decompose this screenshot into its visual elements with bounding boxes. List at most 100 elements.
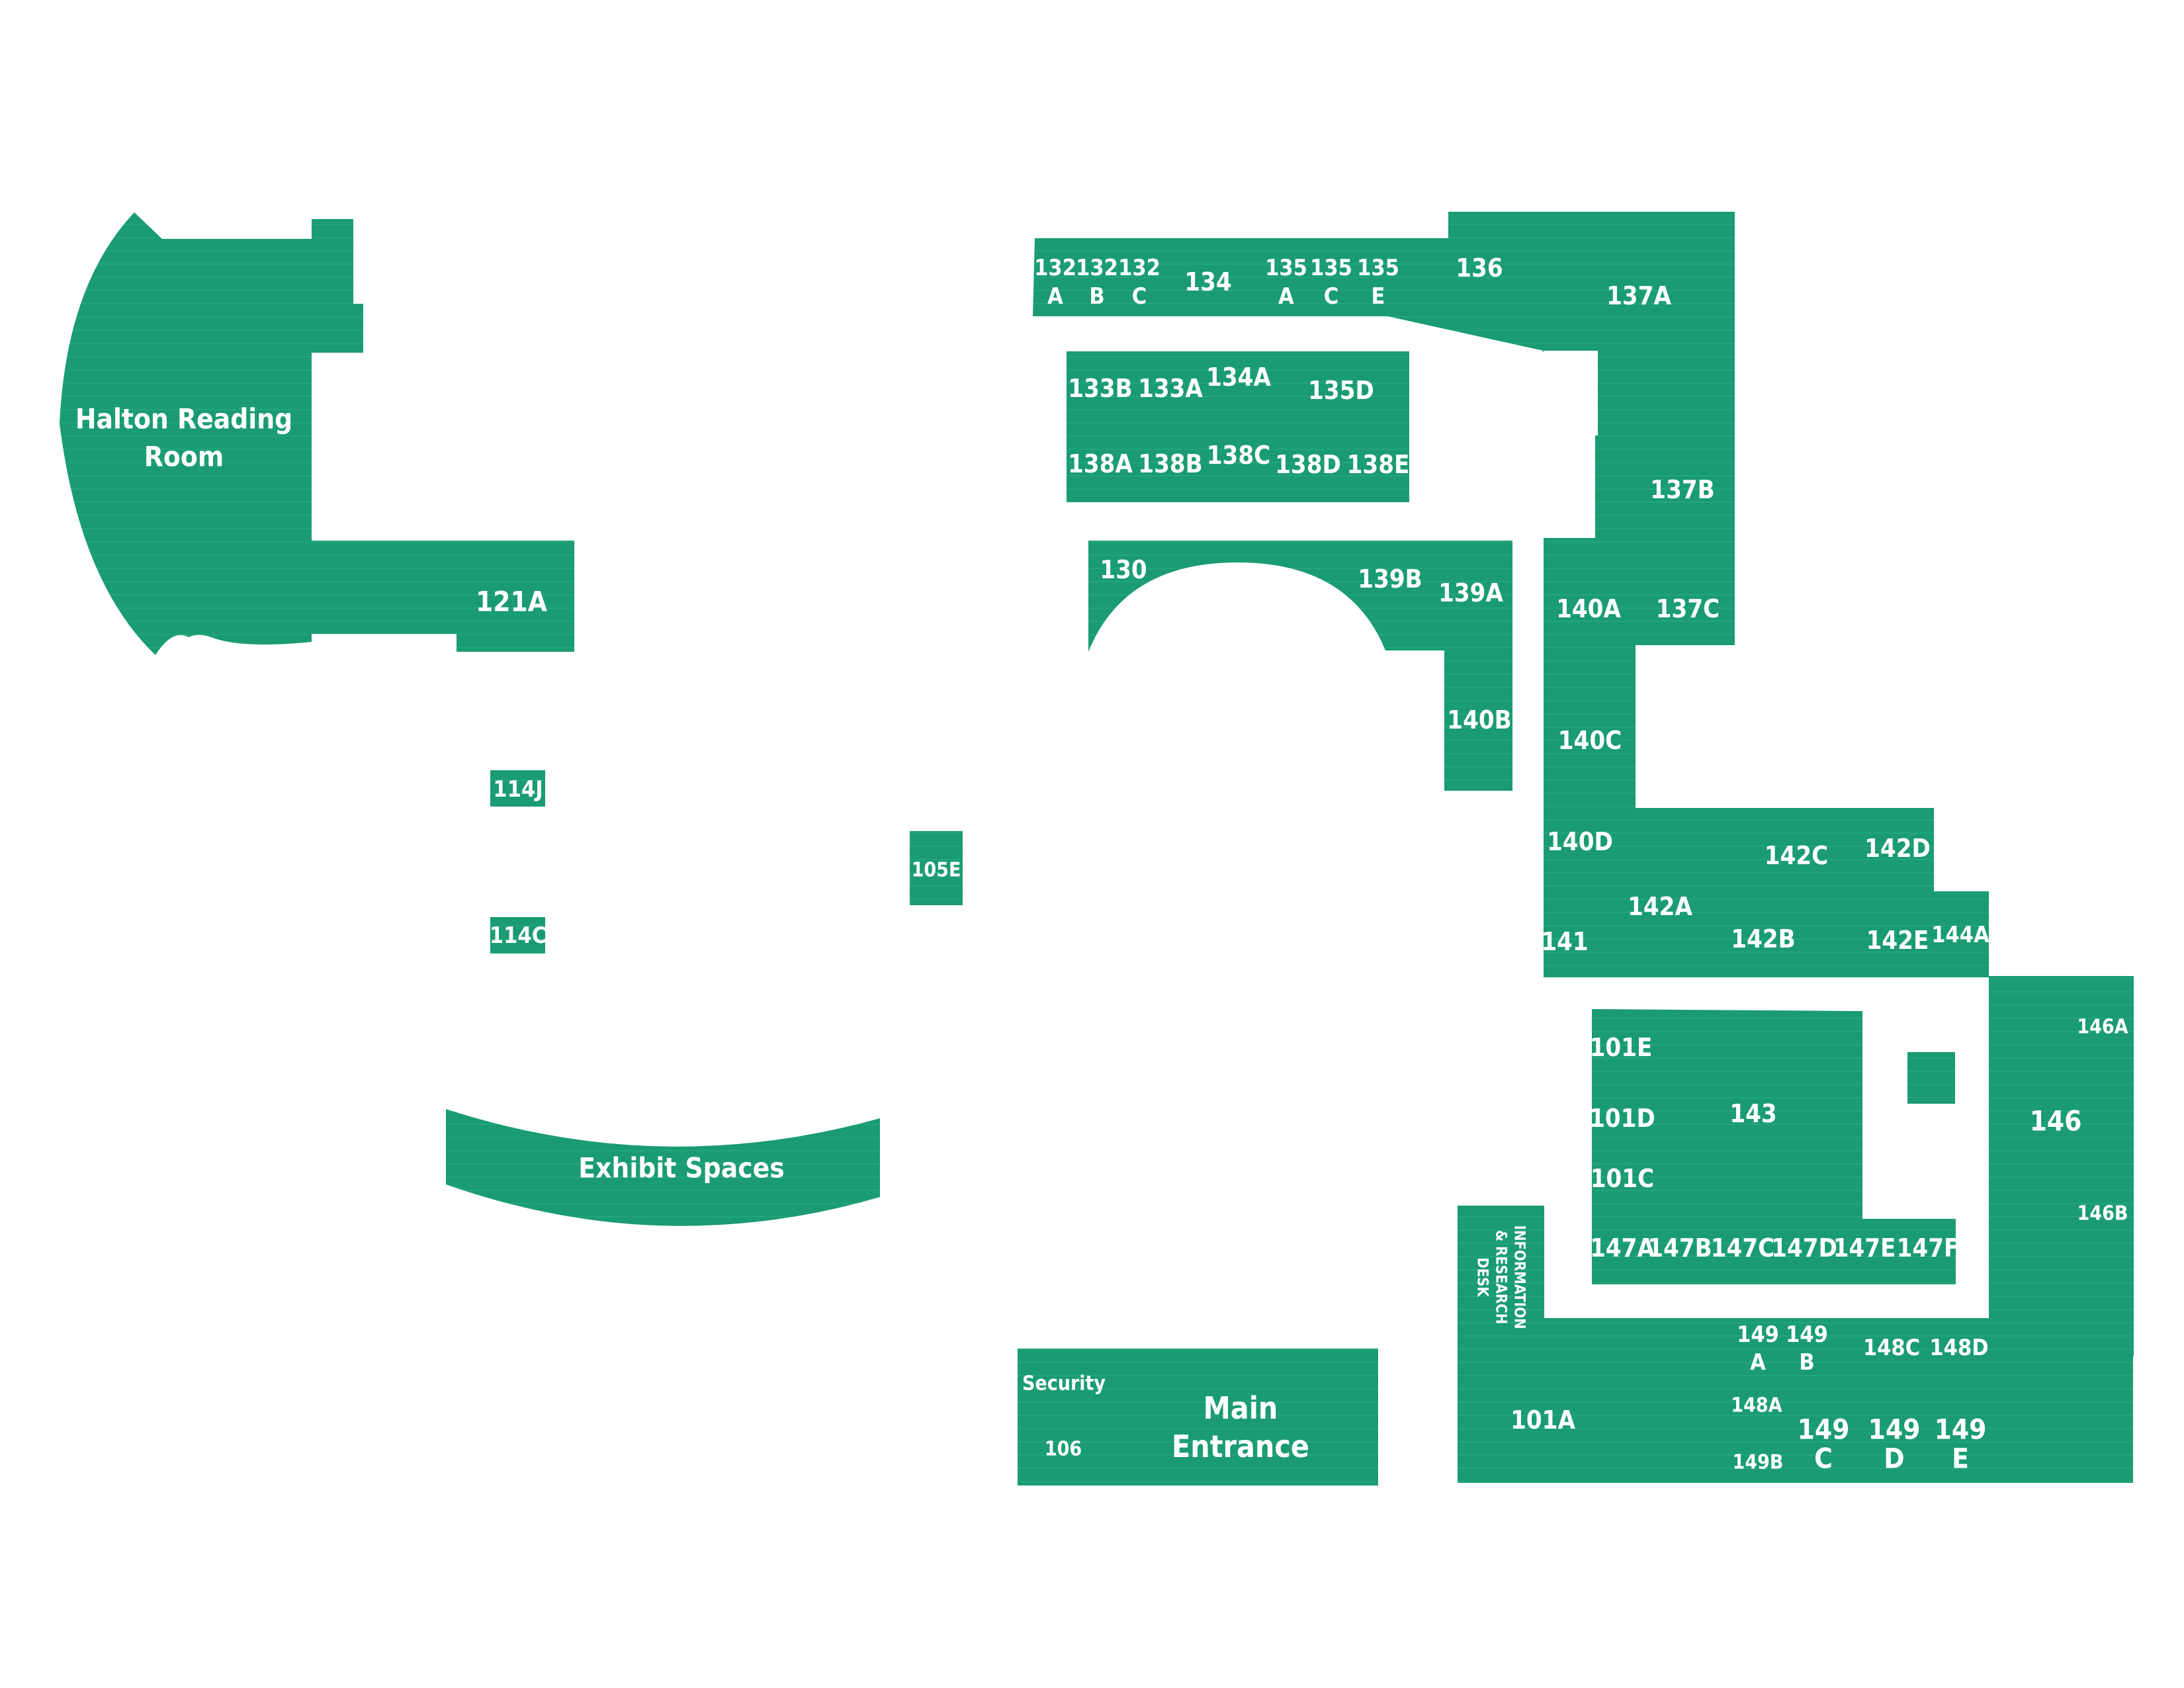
label-101D: 101D <box>1589 1104 1655 1133</box>
room-143[interactable] <box>1592 1009 1956 1284</box>
label-149C-letter: C <box>1814 1443 1833 1475</box>
info-desk-label: INFORMATION & RESEARCH DESK <box>1474 1225 1528 1329</box>
label-136: 136 <box>1456 253 1503 283</box>
label-138C: 138C <box>1207 441 1270 470</box>
label-main-2: Entrance <box>1172 1429 1309 1464</box>
label-137B: 137B <box>1650 475 1714 504</box>
label-147C: 147C <box>1711 1233 1774 1263</box>
label-info-1: INFORMATION <box>1511 1225 1528 1329</box>
label-146: 146 <box>2030 1105 2082 1137</box>
label-138B: 138B <box>1138 449 1202 478</box>
label-138A: 138A <box>1068 449 1133 478</box>
main-entrance[interactable] <box>1018 1349 1378 1486</box>
label-140D: 140D <box>1547 827 1613 856</box>
info-desk[interactable] <box>1458 1206 1544 1318</box>
label-140A: 140A <box>1556 594 1621 623</box>
label-139A: 139A <box>1438 578 1503 607</box>
label-149E-letter: E <box>1952 1443 1969 1475</box>
label-147E: 147E <box>1833 1233 1896 1263</box>
label-147F: 147F <box>1897 1233 1960 1263</box>
label-121A: 121A <box>476 586 548 618</box>
label-133B: 133B <box>1068 374 1132 403</box>
label-halton-2: Room <box>144 441 224 473</box>
room-114C[interactable] <box>490 917 545 954</box>
label-114C: 114C <box>490 922 546 949</box>
label-134A: 134A <box>1206 363 1271 392</box>
label-147A: 147A <box>1590 1233 1655 1263</box>
label-142E: 142E <box>1866 926 1929 955</box>
label-142D: 142D <box>1864 834 1931 863</box>
label-147B: 147B <box>1647 1233 1712 1263</box>
label-114J: 114J <box>493 776 543 803</box>
label-146B: 146B <box>2077 1202 2128 1225</box>
room-146[interactable] <box>1989 976 2134 1356</box>
room-140[interactable] <box>1544 645 1636 812</box>
label-135C-num: 135 <box>1310 255 1352 281</box>
label-149E-num: 149 <box>1935 1413 1987 1446</box>
label-105E: 105E <box>912 859 961 882</box>
label-149D-letter: D <box>1884 1443 1904 1475</box>
room-130-139[interactable] <box>1088 541 1512 791</box>
label-141: 141 <box>1541 927 1588 956</box>
label-149B-num: 149 <box>1786 1321 1828 1348</box>
label-132C-num: 132 <box>1118 255 1160 281</box>
label-142A: 142A <box>1628 892 1692 921</box>
label-139B: 139B <box>1358 564 1422 594</box>
label-149A-num: 149 <box>1737 1321 1779 1348</box>
label-148A: 148A <box>1731 1394 1782 1417</box>
label-149B-small: 149B <box>1733 1451 1784 1474</box>
room-140D-142[interactable] <box>1544 808 1934 893</box>
label-130: 130 <box>1100 555 1147 584</box>
label-134: 134 <box>1184 267 1231 296</box>
label-security: Security <box>1022 1372 1106 1396</box>
label-149C-num: 149 <box>1798 1413 1850 1446</box>
room-101A-149[interactable] <box>1458 1318 2133 1483</box>
room-shapes <box>60 212 2134 1486</box>
room-121A[interactable] <box>312 541 574 652</box>
label-138D: 138D <box>1275 450 1341 479</box>
gaps <box>1448 238 1498 316</box>
label-137C: 137C <box>1656 594 1720 623</box>
room-block-133-138[interactable] <box>1067 351 1409 502</box>
halton-reading-room[interactable] <box>60 212 363 655</box>
label-135A-letter: A <box>1278 283 1294 310</box>
label-132A-num: 132 <box>1034 255 1076 281</box>
label-101C: 101C <box>1591 1164 1654 1193</box>
label-149B-letter: B <box>1799 1349 1814 1376</box>
label-135E-num: 135 <box>1357 255 1399 281</box>
label-149D-num: 149 <box>1868 1413 1921 1446</box>
room-labels: Halton Reading Room 121A 114J 114C 105E … <box>75 253 2128 1475</box>
label-146A: 146A <box>2077 1016 2128 1039</box>
room-105E[interactable] <box>910 831 963 905</box>
label-132C-letter: C <box>1132 283 1147 310</box>
label-138E: 138E <box>1347 450 1410 479</box>
label-144A: 144A <box>1931 922 1989 948</box>
label-143: 143 <box>1729 1099 1776 1128</box>
label-148C: 148C <box>1863 1335 1920 1361</box>
label-142C: 142C <box>1765 841 1828 870</box>
label-132A-letter: A <box>1047 283 1063 310</box>
label-135D: 135D <box>1308 376 1374 405</box>
label-135E-letter: E <box>1372 283 1385 310</box>
label-142B: 142B <box>1731 924 1795 954</box>
label-101E: 101E <box>1590 1033 1653 1062</box>
label-135A-num: 135 <box>1265 255 1307 281</box>
label-135C-letter: C <box>1324 283 1338 310</box>
label-140C: 140C <box>1558 726 1622 755</box>
label-149A-letter: A <box>1750 1349 1766 1376</box>
label-137A: 137A <box>1606 281 1671 310</box>
label-132B-letter: B <box>1089 283 1104 310</box>
label-140B: 140B <box>1447 705 1511 734</box>
label-info-3: DESK <box>1474 1257 1491 1297</box>
label-132B-num: 132 <box>1076 255 1118 281</box>
label-133A: 133A <box>1138 374 1203 403</box>
room-small-square[interactable] <box>1907 1052 1955 1104</box>
label-main-1: Main <box>1203 1390 1278 1426</box>
label-info-2: & RESEARCH <box>1493 1230 1509 1324</box>
room-114J[interactable] <box>490 770 545 807</box>
room-141-144A[interactable] <box>1544 891 1989 977</box>
label-exhibit-spaces: Exhibit Spaces <box>578 1152 785 1184</box>
label-106: 106 <box>1045 1438 1082 1461</box>
label-147D: 147D <box>1771 1233 1837 1263</box>
exhibit-spaces[interactable] <box>446 1109 880 1226</box>
